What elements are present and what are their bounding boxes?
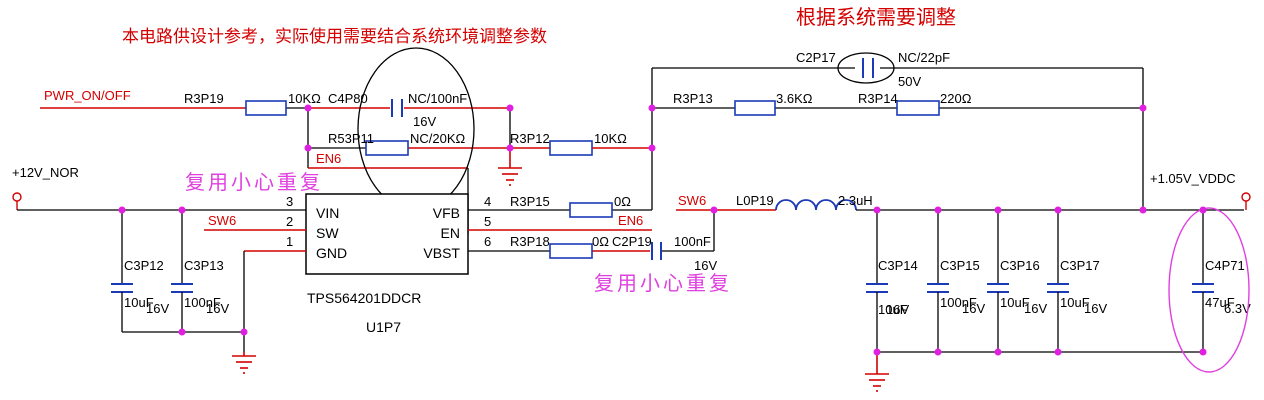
en6-left-label: EN6 xyxy=(316,151,341,166)
ic-tps564201: VIN SW GND VFB EN VBST 3 2 1 4 5 6 TPS56… xyxy=(286,193,491,335)
c3p15-value: 100nF xyxy=(940,295,977,310)
output-port: +1.05V_VDDC xyxy=(1150,171,1251,210)
resistor-r3p14: R3P14 220Ω xyxy=(858,91,972,116)
c3p13-ref: C3P13 xyxy=(184,258,224,273)
r53p11-ref: R53P11 xyxy=(328,131,374,146)
reference-note: 本电路供设计参考，实际使用需要结合系统环境调整参数 xyxy=(122,26,547,47)
capacitor-c4p80: C4P80 NC/100nF 16V xyxy=(328,91,467,129)
input-net-label: +12V_NOR xyxy=(12,165,79,180)
c3p16-voltage: 16V xyxy=(1024,301,1047,316)
l0p19-ref: L0P19 xyxy=(736,193,774,208)
ground-symbol-2 xyxy=(232,352,256,374)
resistor-r3p13: R3P13 3.6KΩ xyxy=(673,91,813,116)
pin-gnd-name: GND xyxy=(316,245,347,261)
pin-vbst-name: VBST xyxy=(423,245,460,261)
r3p14-value: 220Ω xyxy=(940,91,972,106)
r3p13-value: 3.6KΩ xyxy=(776,91,813,106)
pin-vin-name: VIN xyxy=(316,205,339,221)
c2p19-voltage: 16V xyxy=(694,258,717,273)
sw-node-inductor: SW6 L0P19 2.3uH xyxy=(676,193,1244,251)
r3p19-ref: R3P19 xyxy=(184,91,224,106)
feedback-network-wires xyxy=(651,67,1144,210)
c3p17-value: 10uF xyxy=(1060,295,1090,310)
resistor-r53p11: R53P11 NC/20KΩ xyxy=(328,131,466,156)
en6-right-label: EN6 xyxy=(618,213,643,228)
pin-sw-name: SW xyxy=(316,225,339,241)
reuse-note-2: 复用小心重复 xyxy=(594,271,732,295)
r3p19-value: 10KΩ xyxy=(288,91,321,106)
adjust-note: 根据系统需要调整 xyxy=(796,5,956,29)
c3p12-ref: C3P12 xyxy=(124,258,164,273)
r3p18-value: 0Ω xyxy=(592,234,609,249)
r3p12-value: 10KΩ xyxy=(594,131,627,146)
c4p71-value: 47uF xyxy=(1205,295,1235,310)
capacitor-c2p17: C2P17 NC/22pF 50V xyxy=(796,50,950,89)
c2p17-value: NC/22pF xyxy=(898,50,950,65)
input-capacitors: C3P12 10uF 16V C3P13 100nF 16V xyxy=(111,210,244,333)
sw6-left-label: SW6 xyxy=(208,213,236,228)
r3p18-ref: R3P18 xyxy=(510,234,550,249)
pin-sw-num: 2 xyxy=(286,214,293,229)
junction-dots xyxy=(118,104,1207,356)
c3p15-voltage: 16V xyxy=(962,301,985,316)
c3p14-value: 10uF xyxy=(878,302,908,317)
c2p17-voltage: 50V xyxy=(898,74,921,89)
ground-symbol-1 xyxy=(498,150,522,186)
c3p13-voltage: 16V xyxy=(206,301,229,316)
l0p19-value: 2.3uH xyxy=(838,193,873,208)
c3p17-ref: C3P17 xyxy=(1060,258,1100,273)
c3p17-voltage: 16V xyxy=(1084,301,1107,316)
r53p11-value: NC/20KΩ xyxy=(410,131,466,146)
reuse-note-1: 复用小心重复 xyxy=(185,170,323,194)
output-net-label: +1.05V_VDDC xyxy=(1150,171,1236,186)
pin-vfb-num: 4 xyxy=(484,194,491,209)
pin-vin-num: 3 xyxy=(286,194,293,209)
c3p16-ref: C3P16 xyxy=(1000,258,1040,273)
pwr-on-off-net: PWR_ON/OFF xyxy=(40,88,245,109)
c3p15-ref: C3P15 xyxy=(940,258,980,273)
resistor-r3p18: R3P18 0Ω xyxy=(510,234,609,259)
c2p19-ref: C2P19 xyxy=(612,234,652,249)
r3p14-ref: R3P14 xyxy=(858,91,898,106)
c3p12-voltage: 16V xyxy=(146,301,169,316)
ic-left-pins: SW6 xyxy=(204,209,306,352)
pin-en-num: 5 xyxy=(484,214,491,229)
ic-part-number: TPS564201DDCR xyxy=(307,290,421,306)
c4p80-ref: C4P80 xyxy=(328,91,368,106)
c3p12-value: 10uF xyxy=(124,295,154,310)
pin-vbst-num: 6 xyxy=(484,234,491,249)
pwr-on-off-label: PWR_ON/OFF xyxy=(44,88,131,103)
capacitor-c2p19: C2P19 100nF 16V xyxy=(612,234,717,273)
r3p12-ref: R3P12 xyxy=(510,131,550,146)
output-capacitors: C3P14 10uF 16V C3P15 100nF 16V C3P16 10u… xyxy=(866,210,1251,353)
pin-en-name: EN xyxy=(441,225,460,241)
r3p15-value: 0Ω xyxy=(614,194,631,209)
ic-ref: U1P7 xyxy=(366,319,401,335)
input-port: +12V_NOR xyxy=(12,165,244,211)
resistor-r3p19: R3P19 10KΩ xyxy=(184,91,321,116)
adjust-highlight-circle xyxy=(357,47,475,211)
ic-right-pins: EN6 xyxy=(468,209,714,252)
sw6-right-label: SW6 xyxy=(678,193,706,208)
c4p80-value: NC/100nF xyxy=(408,91,467,106)
c3p13-value: 100nF xyxy=(184,295,221,310)
resistor-r3p15: R3P15 0Ω xyxy=(510,194,631,218)
ground-symbol-3 xyxy=(865,352,889,392)
r3p13-ref: R3P13 xyxy=(673,91,713,106)
pin-vfb-name: VFB xyxy=(433,205,460,221)
c4p71-voltage: 6.3V xyxy=(1224,301,1251,316)
c3p14-voltage: 16V xyxy=(886,302,909,317)
pin-gnd-num: 1 xyxy=(286,234,293,249)
c2p19-value: 100nF xyxy=(674,234,711,249)
c4p71-ref: C4P71 xyxy=(1205,258,1245,273)
c4p80-voltage: 16V xyxy=(413,114,436,129)
c2p17-ref: C2P17 xyxy=(796,50,836,65)
c3p14-ref: C3P14 xyxy=(878,258,918,273)
resistor-r3p12: R3P12 10KΩ xyxy=(510,131,652,156)
c3p16-value: 10uF xyxy=(1000,295,1030,310)
r3p15-ref: R3P15 xyxy=(510,194,550,209)
c4p71-highlight-ellipse xyxy=(1168,207,1250,373)
